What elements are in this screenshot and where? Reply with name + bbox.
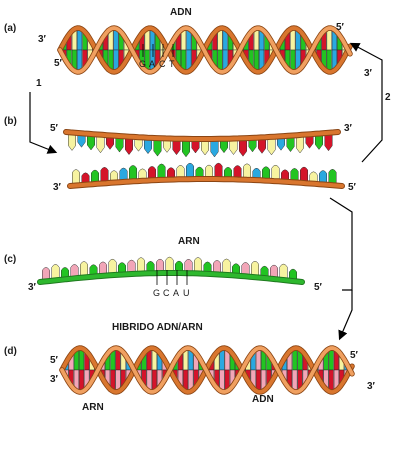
end-d-left-5: 5′: [50, 355, 59, 366]
helix-a: [57, 25, 353, 75]
label-bottom-adn: ADN: [252, 394, 274, 405]
label-bottom-arn: ARN: [82, 402, 104, 413]
end-c-right-5: 5′: [314, 282, 323, 293]
end-b-top-right-3: 3′: [344, 123, 353, 134]
hybrid-helix-d: [59, 345, 355, 395]
panel-label-d: (d): [4, 346, 17, 357]
strand-c-base: [99, 261, 107, 277]
base-c-2: A: [173, 288, 179, 298]
strand-b-bottom-base: [186, 162, 194, 180]
end-a-left-5: 5′: [54, 58, 63, 69]
step-number-1: 1: [36, 78, 42, 89]
strand-b-bottom-base: [148, 166, 156, 181]
strand-b-bottom-base: [72, 169, 80, 186]
strand-c-backbone: [38, 271, 304, 284]
title-adn: ADN: [170, 7, 192, 18]
strand-b-bottom-base: [290, 168, 299, 183]
base-c-1: C: [163, 288, 170, 298]
strand-c-base: [108, 258, 117, 276]
panel-label-a: (a): [4, 23, 16, 34]
helix-a-backbone-front: [58, 26, 352, 74]
strand-c-base: [270, 264, 278, 280]
strand-b-bottom-base: [176, 165, 185, 180]
strand-b-bottom-base: [233, 165, 242, 180]
helix-d-backbone-front: [60, 346, 354, 394]
end-b-bot-left-3: 3′: [53, 182, 62, 193]
strand-c-base: [213, 260, 221, 275]
strand-b-bottom-base: [262, 166, 270, 181]
strand-c-base: [165, 256, 174, 274]
step-number-2: 2: [385, 92, 391, 103]
end-b-top-left-5: 5′: [50, 123, 59, 134]
base-a-3: T: [169, 59, 175, 69]
strand-b-bottom-base: [205, 164, 213, 180]
strand-b-bottom-base: [91, 169, 99, 185]
base-pointers-c: [156, 270, 188, 285]
strand-c-base: [156, 258, 164, 274]
arrow-step-2: [349, 42, 383, 163]
strand-b-bottom-base: [119, 167, 128, 183]
base-a-2: C: [159, 59, 166, 69]
end-d-left-3: 3′: [50, 374, 59, 385]
strand-c-base: [251, 260, 259, 278]
strand-b-bottom-backbone: [68, 177, 344, 188]
separated-strands-b: [63, 129, 345, 189]
rna-strand-c: [37, 256, 305, 285]
base-a-0: G: [139, 59, 146, 69]
strand-b-bottom-base: [100, 167, 109, 184]
strand-b-top-backbone: [64, 130, 340, 141]
strand-b-bottom-base: [319, 170, 327, 185]
strand-c-base: [42, 267, 50, 282]
arrow-to-hybrid: [338, 290, 353, 341]
strand-c-base: [80, 261, 88, 278]
strand-c-base: [222, 258, 231, 276]
strand-c-base: [127, 259, 136, 275]
strand-b-bottom-base: [300, 166, 308, 184]
end-a-right-5: 5′: [336, 22, 345, 33]
strand-b-bottom-base: [129, 165, 137, 182]
strand-c-base: [70, 264, 79, 279]
end-d-right-3: 3′: [367, 381, 376, 392]
strand-c-base: [184, 258, 193, 274]
end-d-right-5: 5′: [350, 350, 359, 361]
strand-c-base: [51, 264, 60, 281]
strand-c-base: [194, 257, 202, 274]
title-arn: ARN: [178, 236, 200, 247]
strand-b-bottom-base: [328, 168, 337, 186]
strand-b-bottom-base: [214, 162, 223, 180]
bracket-b-to-c: [329, 197, 353, 291]
strand-b-bottom-base: [243, 163, 251, 181]
strand-c-base: [279, 263, 288, 281]
base-pointers-a: [142, 44, 174, 57]
strand-c-base: [137, 257, 145, 274]
arrow-step-1: [29, 92, 58, 154]
end-a-left-3: 3′: [38, 34, 47, 45]
base-c-0: G: [153, 288, 160, 298]
strand-c-base: [241, 262, 250, 277]
strand-b-bottom-base: [157, 163, 166, 181]
base-c-3: U: [183, 288, 190, 298]
strand-b-bottom-base: [271, 164, 280, 182]
end-c-left-3: 3′: [28, 282, 37, 293]
panel-label-b: (b): [4, 116, 17, 127]
end-a-right-3: 3′: [364, 68, 373, 79]
base-a-1: A: [149, 59, 155, 69]
panel-label-c: (c): [4, 254, 16, 265]
title-hybrid: HIBRIDO ADN/ARN: [112, 322, 203, 333]
end-b-bot-right-5: 5′: [348, 182, 357, 193]
